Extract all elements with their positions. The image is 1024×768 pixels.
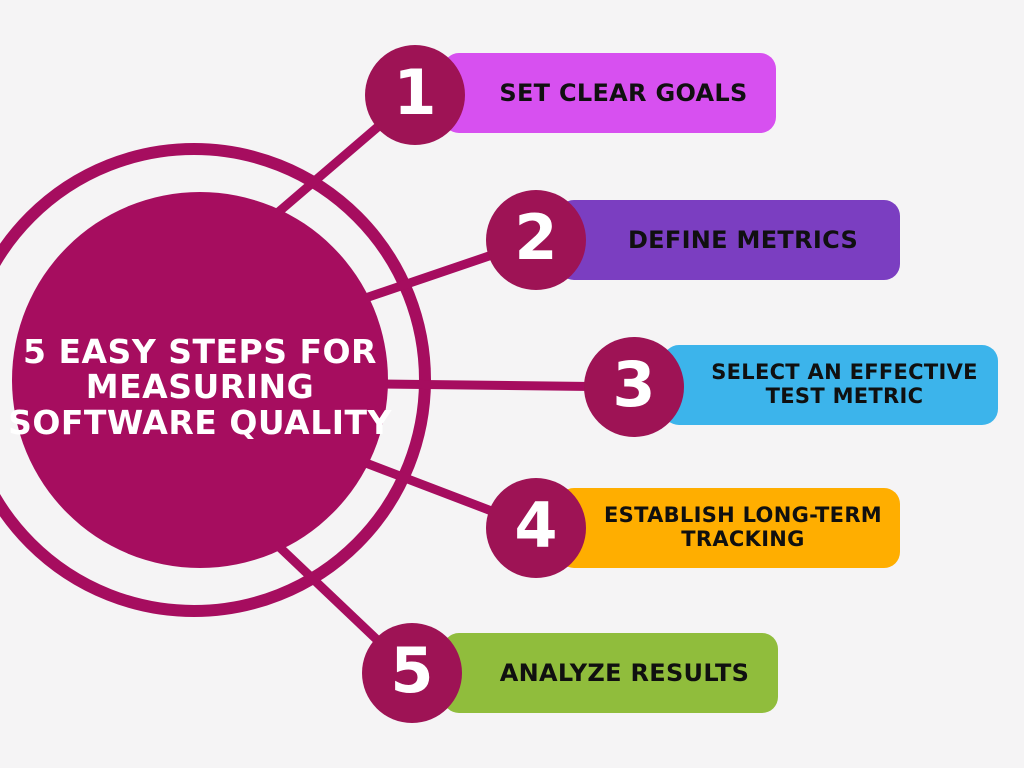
step-3-number: 3 (612, 348, 656, 421)
step-2-number-badge: 2 (486, 190, 586, 290)
main-title-line-3: SOFTWARE QUALITY (8, 402, 392, 442)
step-4-label: ESTABLISH LONG-TERM TRACKING (604, 503, 882, 551)
main-circle (12, 192, 388, 568)
step-3-number-badge: 3 (584, 337, 684, 437)
step-1-label: SET CLEAR GOALS (499, 78, 748, 107)
step-5-label: ANALYZE RESULTS (499, 658, 750, 687)
main-title-line-2: MEASURING (85, 367, 315, 407)
step-2-bar: DEFINE METRICS (558, 200, 900, 280)
step-1-number: 1 (393, 56, 437, 129)
step-5-number-badge: 5 (362, 623, 462, 723)
step-3-bar: SELECT AN EFFECTIVE TEST METRIC (663, 345, 998, 425)
step-4-number-badge: 4 (486, 478, 586, 578)
step-1-number-badge: 1 (365, 45, 465, 145)
step-2-number: 2 (514, 201, 558, 274)
step-5-number: 5 (390, 634, 434, 707)
step-3-label: SELECT AN EFFECTIVE TEST METRIC (711, 360, 978, 408)
outer-ring (0, 143, 431, 617)
step-4-number: 4 (514, 489, 558, 562)
step-5-bar: ANALYZE RESULTS (443, 633, 778, 713)
step-2-label: DEFINE METRICS (627, 225, 859, 254)
main-title-line-1: 5 EASY STEPS FOR (23, 332, 377, 371)
main-title: 5 EASY STEPS FOR MEASURING SOFTWARE QUAL… (0, 334, 410, 440)
step-1-bar: SET CLEAR GOALS (443, 53, 776, 133)
step-4-bar: ESTABLISH LONG-TERM TRACKING (558, 488, 900, 568)
